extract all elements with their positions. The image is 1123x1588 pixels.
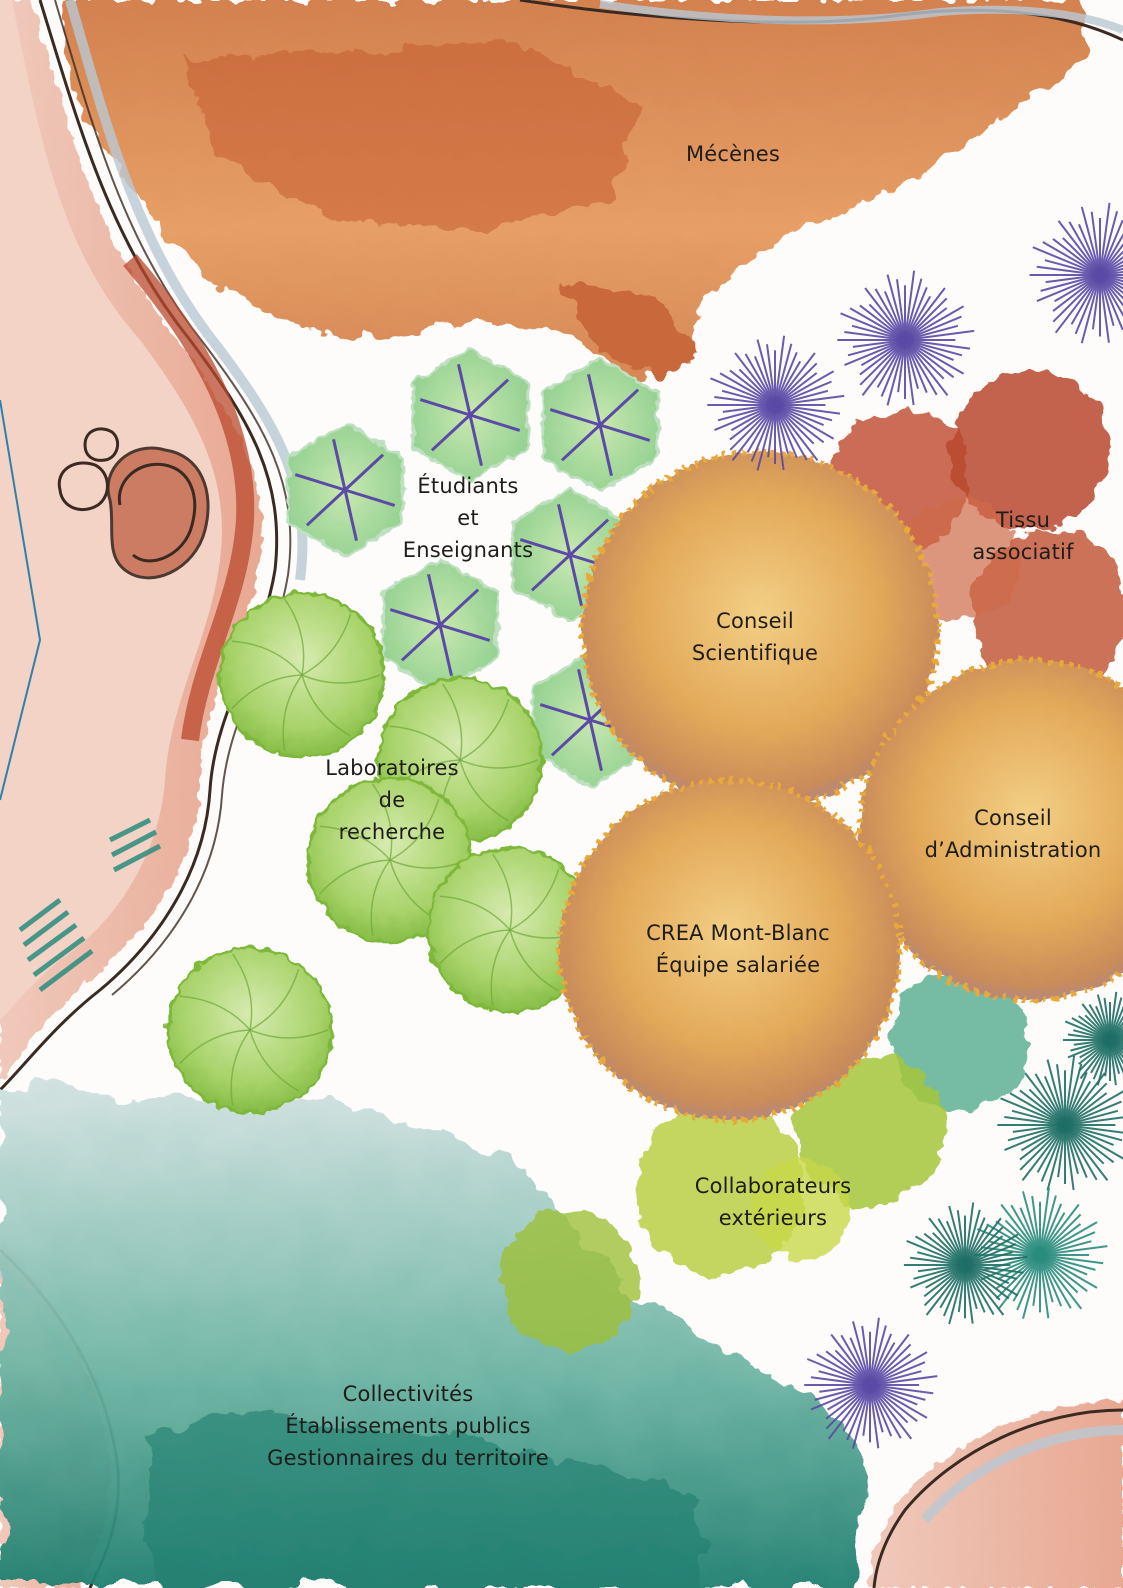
- label-collaborateurs: Collaborateurs extérieurs: [695, 1170, 852, 1234]
- label-conseil-scientifique: Conseil Scientifique: [692, 605, 818, 669]
- laboratory-circle: [220, 593, 384, 757]
- laboratoires-circles: [168, 593, 592, 1112]
- label-collectivites: Collectivités Établissements publics Ges…: [267, 1378, 549, 1474]
- laboratory-circle: [168, 948, 332, 1112]
- starburst-plant: [1030, 203, 1123, 343]
- starburst-plant: [837, 271, 974, 406]
- label-tissu-associatif: Tissu associatif: [972, 504, 1073, 568]
- label-conseil-administration: Conseil d’Administration: [925, 802, 1102, 866]
- label-mecenes: Mécènes: [686, 138, 780, 170]
- bottom-right-cliff: [868, 1400, 1123, 1588]
- label-crea: CREA Mont-Blanc Équipe salariée: [646, 917, 830, 981]
- hexagon-plant: [413, 349, 527, 481]
- starburst-plant: [707, 336, 844, 471]
- hexagon-plant: [383, 559, 497, 691]
- label-laboratoires: Laboratoires de recherche: [325, 752, 459, 848]
- label-etudiants: Étudiants et Enseignants: [403, 470, 533, 566]
